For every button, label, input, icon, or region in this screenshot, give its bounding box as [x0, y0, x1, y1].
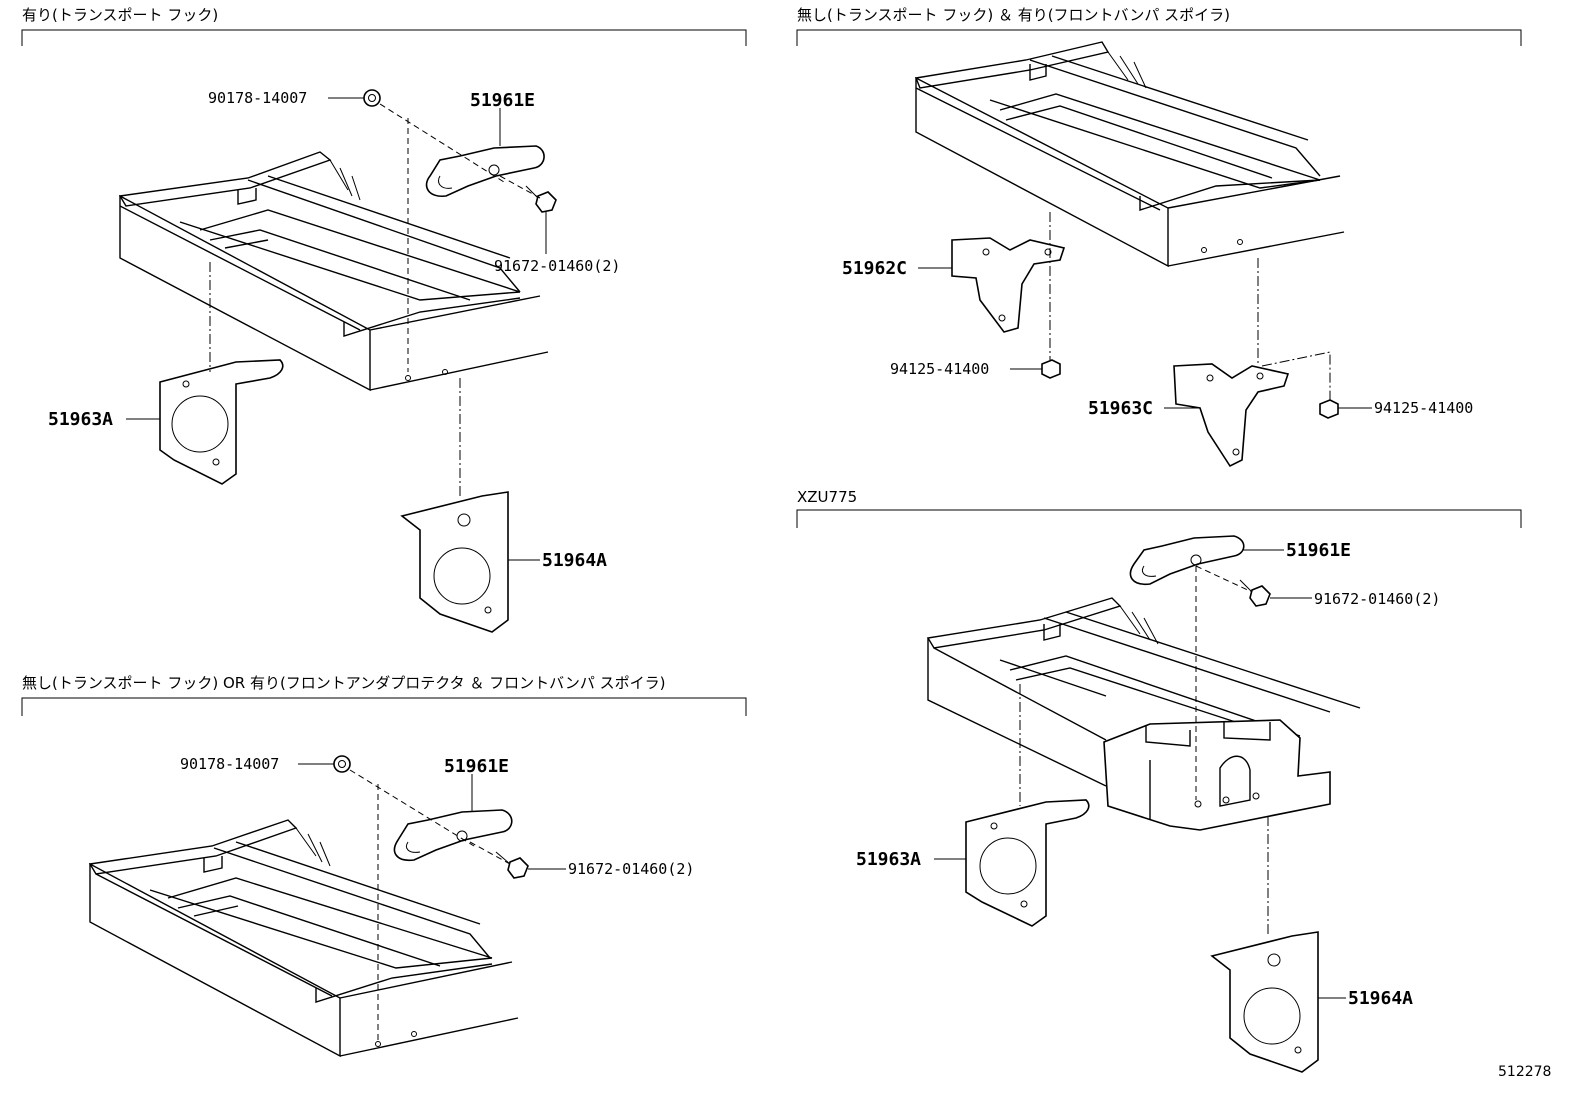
callout-part-number: 94125-41400 [890, 360, 989, 378]
section-with-transport-hook: 有り(トランスポート フック) [21, 6, 747, 633]
callout-part-number: 91672-01460(2) [568, 860, 694, 878]
bracket-51963A [965, 799, 1090, 927]
section-bracket [21, 29, 747, 46]
bracket-51964A [400, 491, 509, 633]
bracket-51963C [1173, 363, 1290, 468]
section-title: 無し(トランスポート フック) ＆ 有り(フロントバンパ スポイラ) [797, 6, 1230, 24]
bracket-51963A [159, 359, 284, 485]
transport-hook [393, 809, 513, 862]
section-title: XZU775 [797, 488, 857, 506]
diagram-id: 512278 [1498, 1064, 1551, 1080]
transport-hook [1129, 535, 1245, 586]
callout-part-number: 94125-41400 [1374, 399, 1473, 417]
section-bracket [796, 29, 1522, 46]
bumper-frame [926, 597, 1361, 787]
callout-part-number: 51961E [1286, 540, 1351, 561]
hook-nut [333, 755, 351, 773]
nut [1041, 359, 1061, 379]
callout-part-number: 51964A [1348, 988, 1413, 1009]
section-title: 無し(トランスポート フック) OR 有り(フロントアンダプロテクタ ＆ フロン… [22, 674, 666, 692]
under-protector [1103, 719, 1331, 831]
hook-nut [363, 89, 381, 107]
callout-part-number: 90178-14007 [180, 755, 279, 773]
callout-part-number: 51963A [48, 409, 113, 430]
section-title: 有り(トランスポート フック) [22, 6, 218, 24]
section-bracket [796, 509, 1522, 528]
hook-bolt [525, 185, 557, 213]
callout-part-number: 91672-01460(2) [494, 257, 620, 275]
bracket-51964A [1210, 931, 1319, 1073]
callout-part-number: 90178-14007 [208, 89, 307, 107]
callout-part-number: 91672-01460(2) [1314, 590, 1440, 608]
bumper-frame [118, 151, 549, 392]
section-without-hook-or-protector: 無し(トランスポート フック) OR 有り(フロントアンダプロテクタ ＆ フロン… [21, 674, 747, 1058]
callout-part-number: 51961E [444, 756, 509, 777]
callout-part-number: 51963A [856, 849, 921, 870]
callout-part-number: 51964A [542, 550, 607, 571]
nut [1319, 399, 1339, 419]
bumper-frame [915, 41, 1345, 268]
hook-bolt [495, 851, 529, 879]
hook-bolt [1239, 579, 1271, 607]
section-bracket [21, 697, 747, 716]
section-xzu775: XZU775 [796, 488, 1522, 1073]
section-without-hook-with-spoiler: 無し(トランスポート フック) ＆ 有り(フロントバンパ スポイラ) [796, 6, 1522, 468]
callout-part-number: 51963C [1088, 398, 1153, 419]
bumper-frame [88, 819, 519, 1058]
bracket-51962C [951, 237, 1066, 333]
transport-hook [425, 145, 545, 197]
callout-part-number: 51962C [842, 258, 907, 279]
callout-part-number: 51961E [470, 90, 535, 111]
